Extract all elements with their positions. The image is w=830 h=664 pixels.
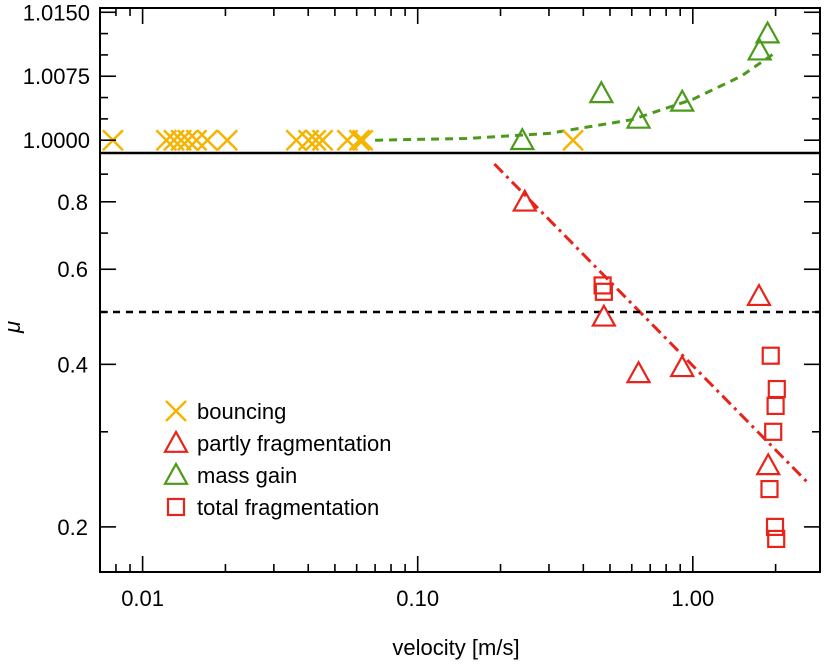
point-bouncing-stroke <box>304 129 327 152</box>
legend-marker-mass-gain <box>163 461 189 485</box>
point-bouncing <box>285 129 308 152</box>
point-bouncing-stroke <box>348 129 371 152</box>
point-total-fragmentation <box>761 346 780 365</box>
y-tick-label-lower: 0.6 <box>57 257 88 282</box>
point-total-fragmentation <box>594 282 613 301</box>
point-partly-fragmentation <box>746 282 772 307</box>
point-partly-fragmentation <box>669 354 696 378</box>
point-partly-fragmentation <box>511 188 538 212</box>
point-bouncing <box>185 129 208 152</box>
legend-label-partly-fragmentation: partly fragmentation <box>197 431 391 456</box>
point-bouncing-stroke <box>176 129 199 152</box>
point-bouncing-stroke <box>170 129 192 152</box>
y-tick-label-lower: 0.2 <box>57 515 88 540</box>
point-bouncing <box>304 129 327 152</box>
y-tick-label-upper: 1.0150 <box>23 0 90 25</box>
point-bouncing-stroke <box>185 129 208 152</box>
axes: 0.01 0.10 1.00 1.0000 1.0075 1.0150 0.2 0.4 0.6 0… <box>23 0 821 611</box>
legend-marker-bouncing-stroke <box>165 400 187 422</box>
point-bouncing <box>562 129 584 152</box>
point-bouncing <box>196 129 219 152</box>
point-total-fragmentation <box>767 529 786 549</box>
point-bouncing <box>311 129 334 152</box>
plot-frame <box>99 7 821 573</box>
data-points <box>102 20 786 549</box>
point-bouncing-stroke <box>351 129 374 152</box>
y-axis-title: μ <box>0 321 25 334</box>
point-mass-gain <box>746 37 773 61</box>
fit-line-1 <box>493 162 811 486</box>
point-total-fragmentation <box>764 422 783 441</box>
point-bouncing-stroke <box>196 129 219 152</box>
point-bouncing <box>348 129 371 152</box>
legend-marker-partly-fragmentation <box>163 429 189 453</box>
point-bouncing-stroke <box>216 129 239 152</box>
y-tick-label-lower: 0.4 <box>57 352 88 377</box>
point-bouncing <box>170 129 192 152</box>
point-partly-fragmentation <box>625 360 652 384</box>
point-bouncing <box>351 129 374 152</box>
point-total-fragmentation <box>767 379 786 399</box>
point-bouncing <box>216 129 239 152</box>
x-tick-label: 0.01 <box>121 586 164 611</box>
legend-label-bouncing: bouncing <box>197 399 286 424</box>
y-tick-label-upper: 1.0000 <box>23 128 90 153</box>
point-bouncing-stroke <box>562 129 584 152</box>
x-axis-title: velocity [m/s] <box>392 635 519 660</box>
x-tick-label: 0.10 <box>396 586 439 611</box>
point-mass-gain <box>588 80 615 104</box>
point-bouncing-stroke <box>311 129 334 152</box>
point-partly-fragmentation <box>590 303 617 327</box>
point-bouncing <box>176 129 199 152</box>
legend-marker-total-fragmentation <box>166 497 186 517</box>
x-tick-label: 1.00 <box>671 586 714 611</box>
point-total-fragmentation <box>765 517 785 536</box>
point-total-fragmentation <box>760 479 779 499</box>
legend-label-total-fragmentation: total fragmentation <box>197 495 379 520</box>
y-tick-label-upper: 1.0075 <box>23 64 90 89</box>
point-mass-gain <box>669 88 696 112</box>
point-mass-gain <box>754 20 781 44</box>
legend-label-mass-gain: mass gain <box>197 463 297 488</box>
fit-line-0 <box>375 51 777 142</box>
point-total-fragmentation <box>593 276 612 295</box>
legend: bouncing partly fragmentation mass gain tot… <box>163 399 391 520</box>
y-tick-label-lower: 0.8 <box>57 190 88 215</box>
point-mass-gain <box>625 105 652 129</box>
legend-marker-bouncing <box>165 400 187 422</box>
point-partly-fragmentation <box>755 452 782 476</box>
fit-lines <box>375 51 811 486</box>
point-mass-gain <box>509 126 536 151</box>
point-total-fragmentation <box>766 396 785 416</box>
